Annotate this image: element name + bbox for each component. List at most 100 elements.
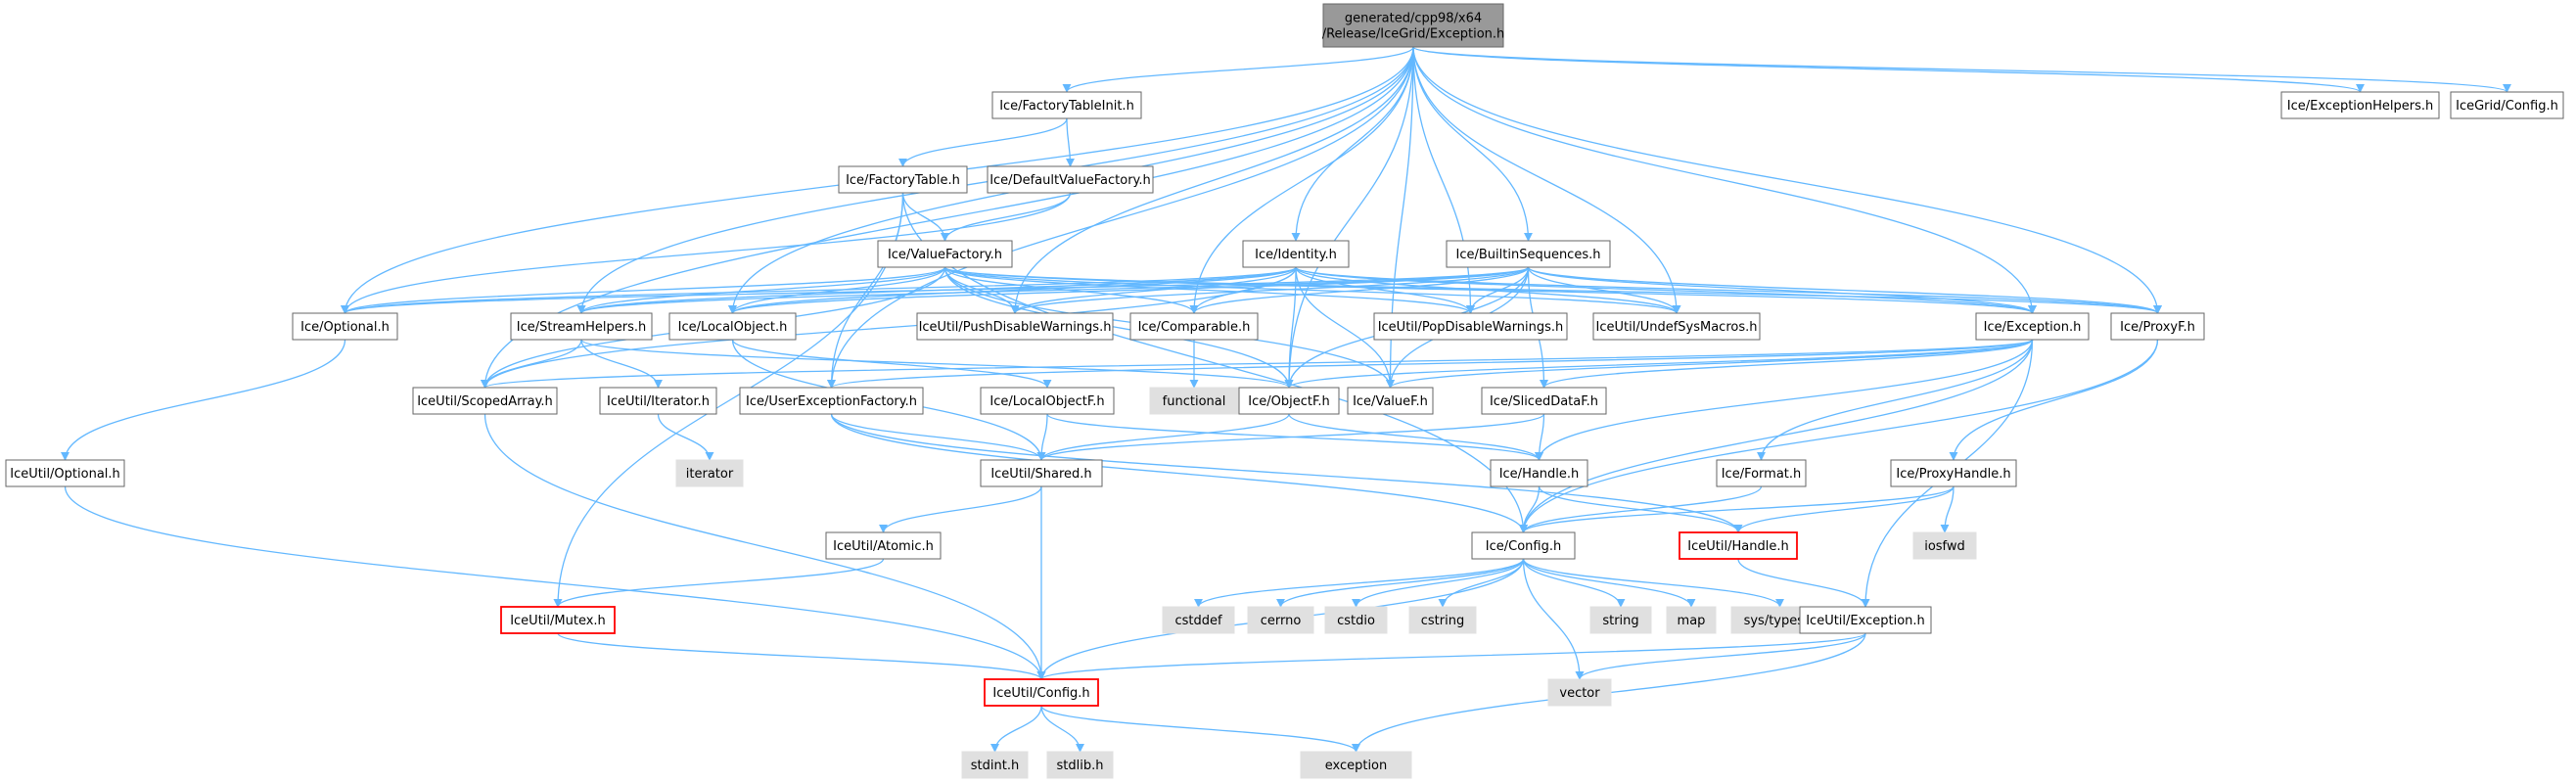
node-label-identity: Ice/Identity.h — [1255, 248, 1337, 262]
node-optional[interactable]: Ice/Optional.h — [292, 312, 398, 341]
node-box-iceutilhandle — [1679, 531, 1798, 560]
edge-proxyhandle-to-iceconfig — [1519, 485, 1955, 533]
edge-layer — [60, 46, 2511, 753]
edge-streamhelpers-to-objectf — [580, 339, 1294, 389]
node-label-atomic: IceUtil/Atomic.h — [833, 539, 934, 554]
node-userexceptionfactory[interactable]: Ice/UserExceptionFactory.h — [739, 387, 924, 415]
node-label-comparable: Ice/Comparable.h — [1138, 320, 1251, 335]
node-box-mutex — [500, 606, 616, 634]
node-iceutilconfig[interactable]: IceUtil/Config.h — [984, 678, 1099, 707]
node-box-comparable — [1129, 312, 1259, 341]
node-slicedataf[interactable]: Ice/SlicedDataF.h — [1481, 387, 1607, 415]
node-label-vector: vector — [1559, 686, 1600, 701]
node-iceconfig[interactable]: Ice/Config.h — [1471, 531, 1576, 560]
node-scopedarray[interactable]: IceUtil/ScopedArray.h — [412, 387, 558, 415]
node-pushdisable[interactable]: IceUtil/PushDisableWarnings.h — [916, 312, 1114, 341]
edge-iterator_h-to-iterator_sys — [657, 413, 714, 461]
node-label-optional: Ice/Optional.h — [300, 320, 390, 335]
node-label-slicedataf: Ice/SlicedDataF.h — [1490, 394, 1598, 409]
node-valuef[interactable]: Ice/ValueF.h — [1347, 387, 1434, 415]
edge-userexceptionfactory-to-shared — [830, 413, 1046, 461]
node-root[interactable]: generated/cpp98/x64/Release/IceGrid/Exce… — [1322, 3, 1505, 48]
node-label-handle: Ice/Handle.h — [1499, 467, 1580, 482]
node-label-cerrno: cerrno — [1261, 614, 1302, 628]
edge-proxyf-to-proxyhandle — [1949, 339, 2159, 461]
node-proxyhandle[interactable]: Ice/ProxyHandle.h — [1890, 459, 2017, 487]
node-defaultvaluefactory[interactable]: Ice/DefaultValueFactory.h — [987, 165, 1154, 194]
edge-streamhelpers-to-iterator_h — [580, 339, 664, 389]
node-box-slicedataf — [1481, 387, 1607, 415]
node-box-cstring — [1408, 606, 1477, 634]
node-popdisable[interactable]: IceUtil/PopDisableWarnings.h — [1373, 312, 1568, 341]
node-label-exceptionhelpers: Ice/ExceptionHelpers.h — [2287, 99, 2433, 114]
node-factorytableinit[interactable]: Ice/FactoryTableInit.h — [991, 91, 1142, 119]
node-box-streamhelpers — [510, 312, 653, 341]
node-exceptionhelpers[interactable]: Ice/ExceptionHelpers.h — [2280, 91, 2440, 119]
edge-iceexception-to-scopedarray — [481, 339, 2034, 389]
node-label-iceexception: Ice/Exception.h — [1984, 320, 2082, 335]
node-valuefactory[interactable]: Ice/ValueFactory.h — [877, 240, 1013, 268]
node-box-icegridconfig — [2450, 91, 2564, 119]
edge-root-to-builtinsequences — [1412, 46, 1534, 242]
edge-iceconfig-to-cstddef — [1194, 558, 1525, 608]
edge-root-to-comparable — [1189, 46, 1414, 314]
edge-iceconfig-to-systypes — [1522, 558, 1784, 608]
node-objectf[interactable]: Ice/ObjectF.h — [1238, 387, 1340, 415]
node-string: string — [1589, 606, 1652, 634]
node-localobject[interactable]: Ice/LocalObject.h — [668, 312, 797, 341]
node-handle[interactable]: Ice/Handle.h — [1490, 459, 1588, 487]
node-label-proxyf: Ice/ProxyF.h — [2120, 320, 2195, 335]
edge-iceutilconfig-to-exception — [1040, 705, 1360, 753]
node-box-iceutiloptional — [5, 459, 125, 487]
node-identity[interactable]: Ice/Identity.h — [1242, 240, 1350, 268]
node-iceutilhandle[interactable]: IceUtil/Handle.h — [1679, 531, 1798, 560]
edge-proxyf-to-iceconfig — [1519, 339, 2159, 533]
node-undefsysmacros[interactable]: IceUtil/UndefSysMacros.h — [1592, 312, 1761, 341]
node-comparable[interactable]: Ice/Comparable.h — [1129, 312, 1259, 341]
node-label-iceutilconfig: IceUtil/Config.h — [992, 686, 1089, 701]
node-streamhelpers[interactable]: Ice/StreamHelpers.h — [510, 312, 653, 341]
edge-identity-to-undefsysmacros — [1295, 266, 1681, 314]
node-label-icegridconfig: IceGrid/Config.h — [2456, 99, 2558, 114]
edge-factorytable-to-valuefactory — [901, 192, 950, 242]
edge-builtinsequences-to-optional — [341, 266, 1530, 314]
node-cstdio: cstdio — [1324, 606, 1388, 634]
node-icegridconfig[interactable]: IceGrid/Config.h — [2450, 91, 2564, 119]
node-box-exception — [1300, 751, 1412, 779]
edge-root-to-userexceptionfactory — [826, 46, 1414, 389]
edge-proxyhandle-to-iosfwd — [1940, 485, 1955, 533]
node-iceutilexception[interactable]: IceUtil/Exception.h — [1799, 606, 1932, 634]
node-label-stdlib: stdlib.h — [1057, 759, 1104, 773]
node-iceexception[interactable]: Ice/Exception.h — [1975, 312, 2090, 341]
node-iterator_h[interactable]: IceUtil/Iterator.h — [599, 387, 717, 415]
node-atomic[interactable]: IceUtil/Atomic.h — [825, 531, 942, 560]
node-builtinsequences[interactable]: Ice/BuiltinSequences.h — [1446, 240, 1611, 268]
node-localobjectf[interactable]: Ice/LocalObjectF.h — [980, 387, 1115, 415]
node-box-cstdio — [1324, 606, 1388, 634]
node-iceutiloptional[interactable]: IceUtil/Optional.h — [5, 459, 125, 487]
node-box-factorytableinit — [991, 91, 1142, 119]
node-label-factorytableinit: Ice/FactoryTableInit.h — [999, 99, 1134, 114]
node-box-pushdisable — [916, 312, 1114, 341]
edge-root-to-icegridconfig — [1412, 46, 2511, 93]
node-label-functional: functional — [1163, 394, 1226, 409]
edge-shared-to-atomic — [879, 485, 1042, 533]
node-label-pushdisable: IceUtil/PushDisableWarnings.h — [919, 320, 1112, 335]
node-factorytable[interactable]: Ice/FactoryTable.h — [838, 165, 968, 194]
edge-identity-to-iceexception — [1295, 266, 2037, 314]
node-mutex[interactable]: IceUtil/Mutex.h — [500, 606, 616, 634]
node-proxyf[interactable]: Ice/ProxyF.h — [2110, 312, 2205, 341]
node-label-userexceptionfactory: Ice/UserExceptionFactory.h — [746, 394, 917, 409]
node-box-iceutilconfig — [984, 678, 1099, 707]
node-iosfwd: iosfwd — [1912, 531, 1977, 560]
edge-iceexception-to-format — [1756, 339, 2034, 461]
edge-userexceptionfactory-to-iceutilhandle — [830, 413, 1743, 533]
node-label-iterator_h: IceUtil/Iterator.h — [607, 394, 710, 409]
node-shared[interactable]: IceUtil/Shared.h — [980, 459, 1103, 487]
node-format[interactable]: Ice/Format.h — [1716, 459, 1807, 487]
node-exception: exception — [1300, 751, 1412, 779]
edge-mutex-to-iceutilconfig — [557, 632, 1046, 680]
edge-valuefactory-to-streamhelpers — [576, 266, 946, 314]
node-box-iterator_sys — [675, 459, 744, 487]
edge-optional-to-iceutiloptional — [60, 339, 346, 461]
